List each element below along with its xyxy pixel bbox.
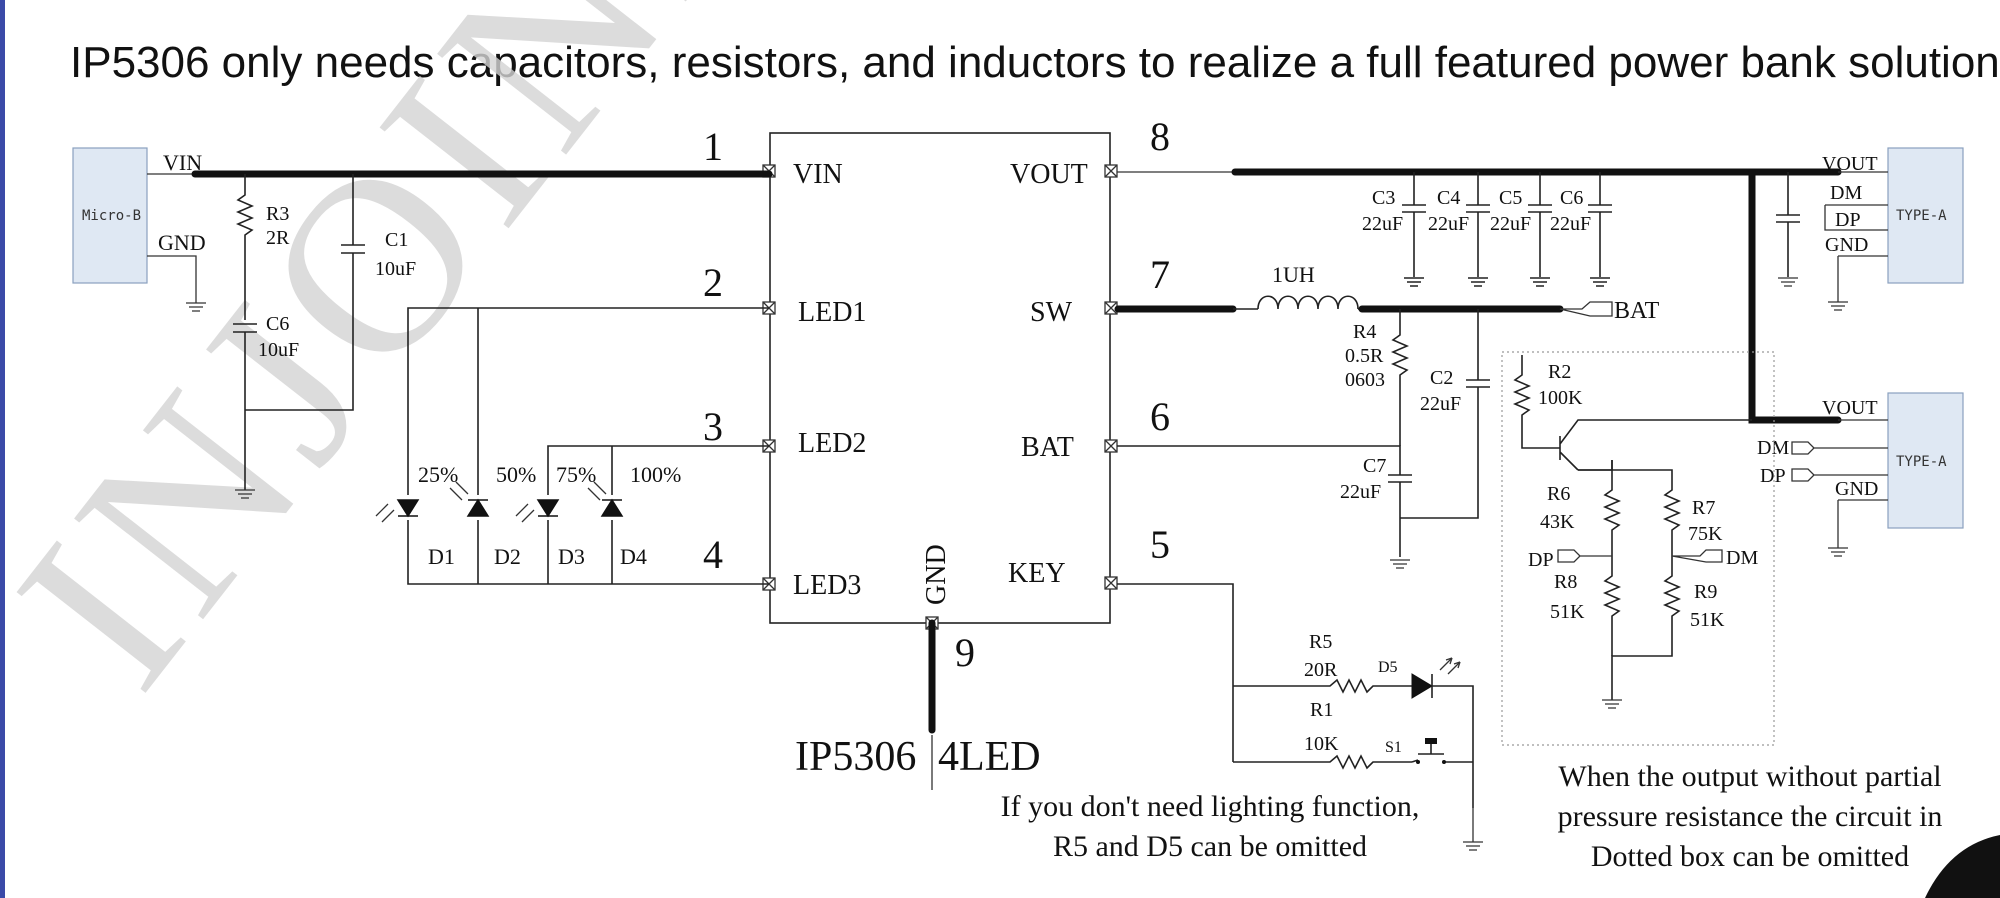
page-title: IP5306 only needs capacitors, resistors,… [70, 38, 2000, 87]
dp-net-label: DP [1528, 549, 1554, 571]
pin-number-9: 9 [955, 630, 975, 675]
c3-name: C3 [1372, 187, 1395, 209]
led2-percent: 50% [496, 462, 536, 487]
r3-name: R3 [266, 203, 289, 225]
r4-package: 0603 [1345, 369, 1385, 391]
dm-net-label: DM [1726, 547, 1758, 569]
c6a-value: 10uF [258, 339, 299, 361]
s1-name: S1 [1385, 739, 1402, 756]
typea1-vout-label: VOUT [1822, 153, 1878, 175]
c5-value: 22uF [1490, 213, 1531, 235]
pin-label-vout: VOUT [1010, 159, 1088, 190]
r1-name: R1 [1310, 699, 1333, 721]
c1-value: 10uF [375, 258, 416, 280]
chip-variant: 4LED [938, 734, 1041, 780]
pin-number-7: 7 [1150, 252, 1170, 297]
typea2-label: TYPE-A [1896, 454, 1947, 470]
typea1-label: TYPE-A [1896, 208, 1947, 224]
typea2-connector [1887, 392, 1964, 529]
typea2-dp-label: DP [1760, 465, 1786, 487]
r2-name: R2 [1548, 361, 1571, 383]
note-dotted-line2: pressure resistance the circuit in [1558, 800, 1943, 833]
micro-b-label: Micro-B [82, 208, 141, 224]
pin-label-gnd: GND [921, 544, 952, 605]
c6a-name: C6 [266, 313, 289, 335]
pin-number-1: 1 [703, 124, 723, 169]
c2-value: 22uF [1420, 393, 1461, 415]
led3-name: D3 [558, 544, 585, 569]
r7-name: R7 [1692, 497, 1715, 519]
note-dotted-line3: Dotted box can be omitted [1591, 840, 1909, 873]
r9-value: 51K [1690, 609, 1725, 631]
pin-number-2: 2 [703, 260, 723, 305]
note-dotted-line1: When the output without partial [1558, 760, 1941, 793]
r4-value: 0.5R [1345, 345, 1384, 367]
inductor [1257, 295, 1359, 310]
c7-value: 22uF [1340, 481, 1381, 503]
pin-number-6: 6 [1150, 394, 1170, 439]
c3-value: 22uF [1362, 213, 1403, 235]
typea2-vout-label: VOUT [1822, 397, 1878, 419]
micro-b-connector [72, 147, 148, 284]
l1-value: 1UH [1272, 262, 1315, 287]
r8-name: R8 [1554, 571, 1577, 593]
typea1-dp-label: DP [1835, 209, 1861, 231]
pin-label-led2: LED2 [798, 428, 866, 459]
pin-number-5: 5 [1150, 522, 1170, 567]
d5-name: D5 [1378, 659, 1398, 676]
micro-b-gnd-label: GND [158, 230, 206, 255]
c4-name: C4 [1437, 187, 1460, 209]
led2-name: D2 [494, 544, 521, 569]
r5-value: 20R [1304, 659, 1338, 681]
note-lighting-line1: If you don't need lighting function, [1001, 790, 1420, 823]
typea1-gnd-label: GND [1825, 234, 1868, 256]
r5-name: R5 [1309, 631, 1332, 653]
c1-name: C1 [385, 229, 408, 251]
r6-value: 43K [1540, 511, 1575, 533]
r3-value: 2R [266, 227, 290, 249]
pin-number-4: 4 [703, 532, 723, 577]
c6b-value: 22uF [1550, 213, 1591, 235]
led4-name: D4 [620, 544, 647, 569]
dotted-box [1501, 351, 1775, 746]
pin-number-3: 3 [703, 404, 723, 449]
bat-net-label: BAT [1614, 298, 1660, 324]
accent-bar [0, 0, 5, 898]
typea2-gnd-label: GND [1835, 478, 1878, 500]
pin-label-key: KEY [1008, 558, 1066, 589]
r8-value: 51K [1550, 601, 1585, 623]
chip-name: IP5306 [795, 734, 916, 780]
typea1-dm-label: DM [1830, 182, 1862, 204]
led1-percent: 25% [418, 462, 458, 487]
pin-label-vin: VIN [793, 159, 843, 190]
c2-name: C2 [1430, 367, 1453, 389]
corner-decoration [1925, 835, 2000, 898]
led4-percent: 100% [630, 462, 681, 487]
note-lighting-line2: R5 and D5 can be omitted [1053, 830, 1367, 863]
r6-name: R6 [1547, 483, 1570, 505]
watermark: INJOINIC [0, 0, 892, 734]
led1-name: D1 [428, 544, 455, 569]
r4-name: R4 [1353, 321, 1376, 343]
pin-number-8: 8 [1150, 114, 1170, 159]
c5-name: C5 [1499, 187, 1522, 209]
c7-name: C7 [1363, 455, 1386, 477]
pin-label-sw: SW [1030, 297, 1073, 328]
chip-body [769, 132, 1111, 624]
led3-percent: 75% [556, 462, 596, 487]
typea1-connector [1887, 147, 1964, 284]
typea2-dm-label: DM [1757, 437, 1789, 459]
c6b-name: C6 [1560, 187, 1583, 209]
r7-value: 75K [1688, 523, 1723, 545]
c4-value: 22uF [1428, 213, 1469, 235]
pin-label-led1: LED1 [798, 297, 866, 328]
pin-label-bat: BAT [1021, 432, 1074, 463]
r1-value: 10K [1304, 733, 1339, 755]
r2-value: 100K [1538, 387, 1583, 409]
r9-name: R9 [1694, 581, 1717, 603]
pin-label-led3: LED3 [793, 570, 861, 601]
